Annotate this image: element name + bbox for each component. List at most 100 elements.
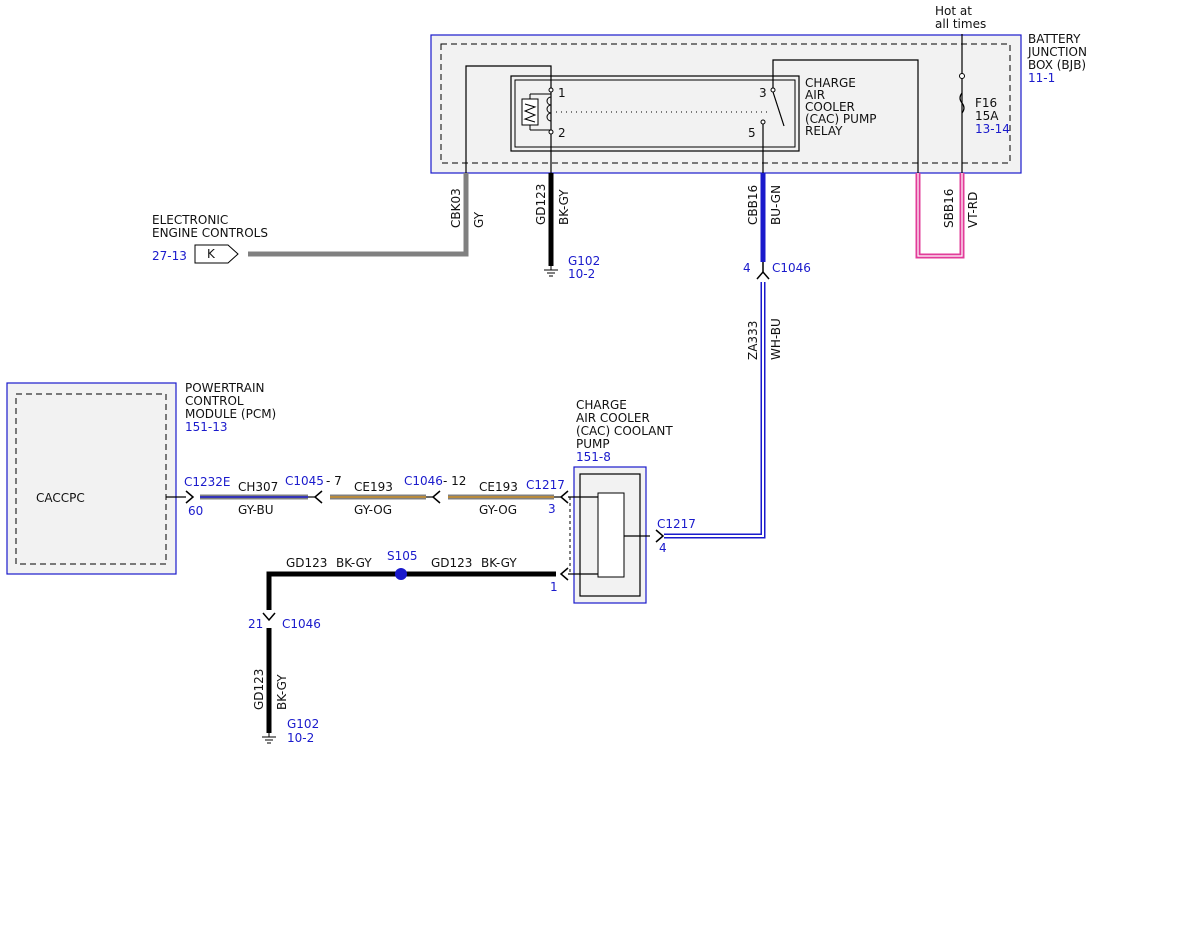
wire-za333-core (664, 282, 764, 537)
relay-label-1: CHARGE (805, 76, 856, 90)
connector-c1046-mid-name[interactable]: C1046 (404, 474, 443, 488)
connector-c1217-c-icon (559, 567, 569, 581)
relay-coil-icon (521, 98, 539, 126)
wire-ce193-b-color: GY-OG (479, 503, 517, 517)
wire-gd123-a-circuit: GD123 (286, 556, 327, 570)
connector-c1046-mid-icon (431, 490, 441, 504)
bjb-internal-wire-left (465, 65, 552, 175)
wire-cbk03[interactable] (248, 173, 469, 257)
wire-gd123-b-color: BK-GY (481, 556, 517, 570)
wire-ce193-a-circuit: CE193 (354, 480, 393, 494)
bjb-internal-wire-right (772, 59, 919, 175)
ground-bottom-ref[interactable]: 10-2 (287, 731, 314, 745)
eec-label-1: ELECTRONIC (152, 213, 228, 227)
relay-pin-2-dot (548, 129, 554, 135)
connector-c1232e-name[interactable]: C1232E (184, 475, 231, 489)
connector-c1046-top-pin: 4 (743, 261, 751, 275)
connector-c1045-pin: - 7 (326, 474, 342, 488)
pump-label-1: CHARGE (576, 398, 627, 412)
wire-za333[interactable] (664, 282, 766, 539)
wire-gd123-top-circuit: GD123 (534, 184, 548, 225)
hot-label-2: all times (935, 17, 986, 31)
relay-coil-zigzag (523, 103, 537, 123)
eec-pin-tag[interactable] (194, 244, 239, 264)
wire-ch307-circuit: CH307 (238, 480, 278, 494)
pcm-inner-dashed (15, 393, 167, 565)
wire-sbb16-color: VT-RD (966, 192, 980, 228)
wire-ce193-b-circuit: CE193 (479, 480, 518, 494)
relay-box-inner (514, 79, 796, 148)
connector-c1232e-pin: 60 (188, 504, 203, 518)
pcm-label-1: POWERTRAIN (185, 381, 265, 395)
wire-gd123-a-color: BK-GY (336, 556, 372, 570)
pump-ref[interactable]: 151-8 (576, 450, 611, 464)
wire-ch307-color: GY-BU (238, 503, 274, 517)
pump-label-2: AIR COOLER (576, 411, 650, 425)
pump-inner-box (579, 473, 641, 597)
hot-label-1: Hot at (935, 4, 972, 18)
pcm-label-3: MODULE (PCM) (185, 407, 276, 421)
connector-c1045-name[interactable]: C1045 (285, 474, 324, 488)
wire-cbk03-color: GY (472, 211, 486, 228)
eec-pin: K (207, 247, 216, 261)
eec-ref[interactable]: 27-13 (152, 249, 187, 263)
relay-pin-5-dot (760, 119, 766, 125)
pcm-outer-box[interactable] (6, 382, 177, 575)
ground-top-name[interactable]: G102 (568, 254, 600, 268)
wire-za333-color: WH-BU (769, 318, 783, 360)
wire-ce193-a-color: GY-OG (354, 503, 392, 517)
connector-c1217-b-name[interactable]: C1217 (657, 517, 696, 531)
relay-pin-3-dot (770, 87, 776, 93)
wire-cbb16-color: BU-GN (769, 185, 783, 225)
wire-za333-circuit: ZA333 (746, 321, 760, 360)
connector-c1217-a-icon (559, 490, 569, 504)
relay-pin-1-dot (548, 87, 554, 93)
wire-gd123-v-color: BK-GY (275, 674, 289, 710)
relay-coil-winding (546, 96, 552, 122)
pump-label-4: PUMP (576, 437, 610, 451)
relay-pin-2: 2 (558, 126, 566, 140)
ground-bottom-name[interactable]: G102 (287, 717, 319, 731)
splice-s105-dot[interactable] (395, 568, 407, 580)
fuse-terminal-top (959, 73, 965, 79)
connector-c1046-bottom-pin: 21 (248, 617, 263, 631)
wire-cbk03-circuit: CBK03 (449, 188, 463, 228)
connector-c1045-icon (313, 490, 323, 504)
connector-c1217-c-pin: 1 (550, 580, 558, 594)
connector-c1046-bottom-icon (262, 612, 276, 622)
fuse-icon[interactable] (959, 92, 965, 114)
wire-sbb16-circuit: SBB16 (942, 189, 956, 228)
relay-pin-1: 1 (558, 86, 566, 100)
relay-label-2: AIR (805, 88, 825, 102)
wire-gd123-b-circuit: GD123 (431, 556, 472, 570)
wire-gd123-horizontal[interactable] (266, 571, 556, 610)
pcm-signal-label: CACCPC (36, 491, 85, 505)
splice-s105-name[interactable]: S105 (387, 549, 418, 563)
connector-c1046-bottom-name[interactable]: C1046 (282, 617, 321, 631)
wire-gd123-top-color: BK-GY (557, 189, 571, 225)
eec-label-2: ENGINE CONTROLS (152, 226, 268, 240)
connector-c1217-a-name[interactable]: C1217 (526, 478, 565, 492)
fuse-ref[interactable]: 13-14 (975, 122, 1010, 136)
relay-pin-3: 3 (759, 86, 767, 100)
pcm-ref[interactable]: 151-13 (185, 420, 228, 434)
bjb-inner-dashed (440, 43, 1011, 164)
connector-c1232e-icon (185, 490, 195, 504)
wire-cbb16-circuit: CBB16 (746, 185, 760, 225)
pcm-label-2: CONTROL (185, 394, 244, 408)
bjb-outer-box[interactable] (430, 34, 1022, 174)
wire-sbb16-core (917, 173, 963, 257)
relay-label-3: COOLER (805, 100, 855, 114)
connector-c1046-top-name[interactable]: C1046 (772, 261, 811, 275)
relay-pin-5: 5 (748, 126, 756, 140)
bjb-label-2: JUNCTION (1027, 45, 1087, 59)
pump-label-3: (CAC) COOLANT (576, 424, 673, 438)
connector-c1046-top-icon (756, 270, 770, 280)
ground-top-ref[interactable]: 10-2 (568, 267, 595, 281)
relay-box-outer[interactable] (510, 75, 800, 152)
fuse-name: F16 (975, 96, 997, 110)
bjb-ref[interactable]: 11-1 (1028, 71, 1055, 85)
bjb-label-1: BATTERY (1028, 32, 1081, 46)
relay-label-4: (CAC) PUMP (805, 112, 877, 126)
